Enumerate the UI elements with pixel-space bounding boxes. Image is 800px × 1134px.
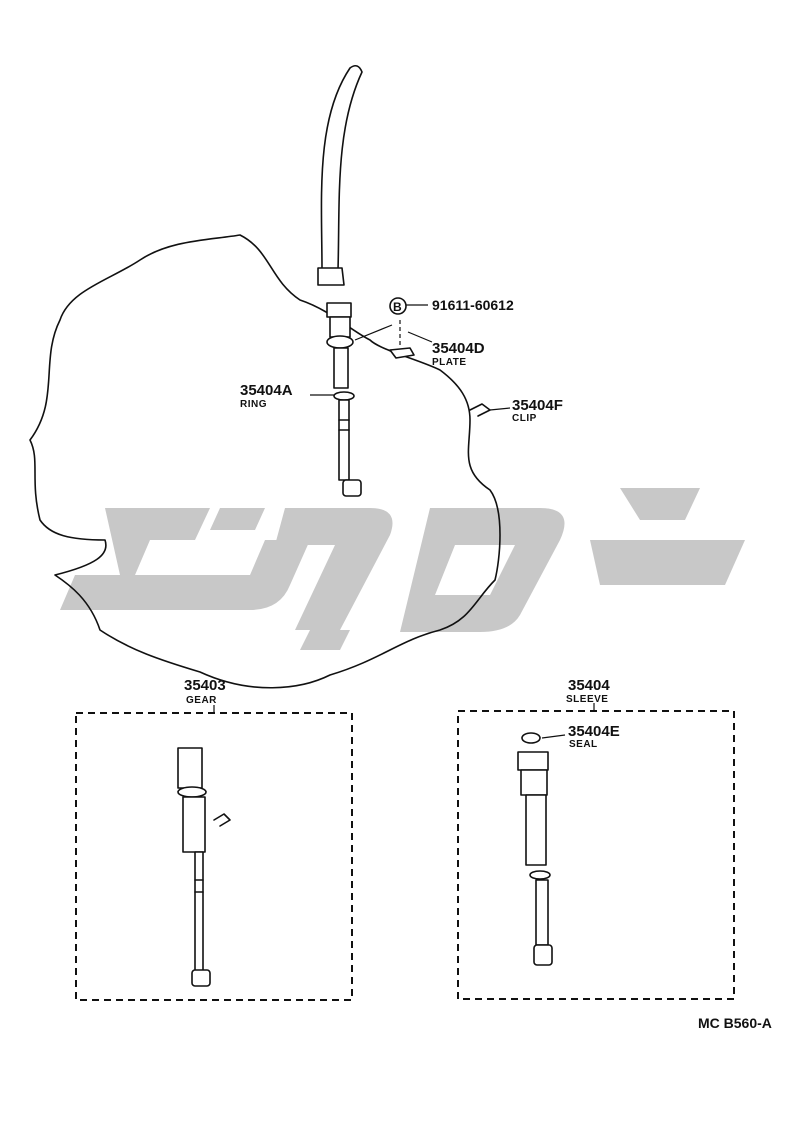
transmission-case-outline [29, 234, 501, 689]
seal-name-label: SEAL [569, 739, 598, 750]
sleeve-number-label: 35404 [568, 677, 610, 694]
driven-gear-assembly [326, 302, 362, 497]
watermark-logo [60, 488, 745, 650]
drawing-code-label: MC B560-A [698, 1015, 772, 1031]
clip-number-label: 35404F [512, 397, 563, 414]
gear-box-frame [75, 712, 353, 1001]
sleeve-name-label: SLEEVE [566, 694, 608, 705]
plate-part [389, 347, 415, 359]
clip-part [469, 403, 491, 417]
seal-number-label: 35404E [568, 723, 620, 740]
plate-number-label: 35404D [432, 340, 485, 357]
cable-end [317, 267, 345, 286]
gear-number-label: 35403 [184, 677, 226, 694]
ring-name-label: RING [240, 399, 267, 410]
ring-number-label: 35404A [240, 382, 293, 399]
gear-clip-part [213, 813, 231, 827]
clip-name-label: CLIP [512, 413, 537, 424]
gear-part [177, 747, 211, 987]
bolt-circle-icon [389, 297, 407, 315]
bolt-symbol: B [393, 300, 402, 314]
bolt-code-label: 91611-60612 [432, 297, 514, 313]
plate-name-label: PLATE [432, 357, 467, 368]
speedometer-cable [320, 64, 363, 271]
gear-name-label: GEAR [186, 695, 217, 706]
sleeve-part [517, 732, 553, 966]
sleeve-box-frame [457, 710, 735, 1000]
